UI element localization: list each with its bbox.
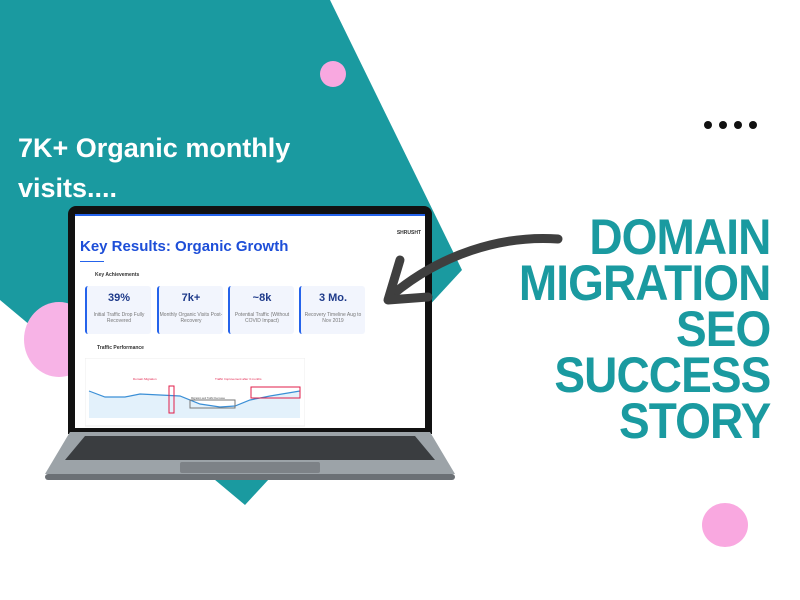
curved-arrow-icon	[383, 234, 563, 305]
achievement-card: 3 Mo. Recovery Timeline Aug to Nov 2019	[299, 286, 365, 334]
card-label: Recovery Timeline Aug to Nov 2019	[304, 312, 362, 324]
logo: SHRUSHT	[396, 230, 421, 236]
pink-circle-bottom	[702, 503, 748, 547]
pink-circle-top	[320, 61, 346, 87]
title-line: SEO	[675, 301, 771, 357]
achievement-card: 7k+ Monthly Organic Visits Post-Recovery	[157, 286, 223, 334]
traffic-chart: Domain Migration Migration and Traffic D…	[85, 358, 305, 427]
card-value: 39%	[107, 292, 131, 304]
card-value: ~8k	[252, 292, 272, 304]
title-underline	[80, 261, 104, 262]
card-value: 3 Mo.	[318, 292, 348, 304]
achievement-card: 39% Initial Traffic Drop Fully Recovered	[85, 286, 151, 334]
trackpad	[180, 462, 320, 473]
title-line: STORY	[618, 393, 771, 449]
headline-line-2: visits....	[18, 173, 118, 203]
annotation: Traffic Improvement after 3 months	[215, 377, 262, 381]
headline: 7K+ Organic monthly visits....	[18, 128, 318, 208]
more-dots-icon	[704, 121, 757, 129]
traffic-label: Traffic Performance	[97, 345, 144, 351]
achievements-label: Key Achievements	[95, 272, 140, 278]
drop-marker	[189, 399, 236, 409]
laptop-base	[45, 432, 455, 480]
title-line: SUCCESS	[554, 347, 771, 403]
migration-marker	[168, 385, 175, 414]
improvement-marker	[250, 386, 301, 399]
main-title: DOMAIN MIGRATION SEO SUCCESS STORY	[497, 209, 771, 449]
annotation: Migration and Traffic Decrease	[191, 397, 226, 400]
card-label: Monthly Organic Visits Post-Recovery	[159, 312, 223, 324]
card-label: Initial Traffic Drop Fully Recovered	[93, 312, 145, 324]
card-label: Potential Traffic (Without COVID Impact)	[234, 312, 290, 324]
title-line: DOMAIN	[588, 209, 771, 265]
title-line: MIGRATION	[518, 255, 770, 311]
card-value: 7k+	[181, 292, 201, 304]
annotation: Domain Migration	[133, 377, 157, 381]
laptop-screen-slide: SHRUSHT Key Results: Organic Growth Key …	[75, 214, 425, 428]
slide-title: Key Results: Organic Growth	[80, 238, 289, 255]
headline-line-1: 7K+ Organic monthly	[18, 133, 291, 163]
